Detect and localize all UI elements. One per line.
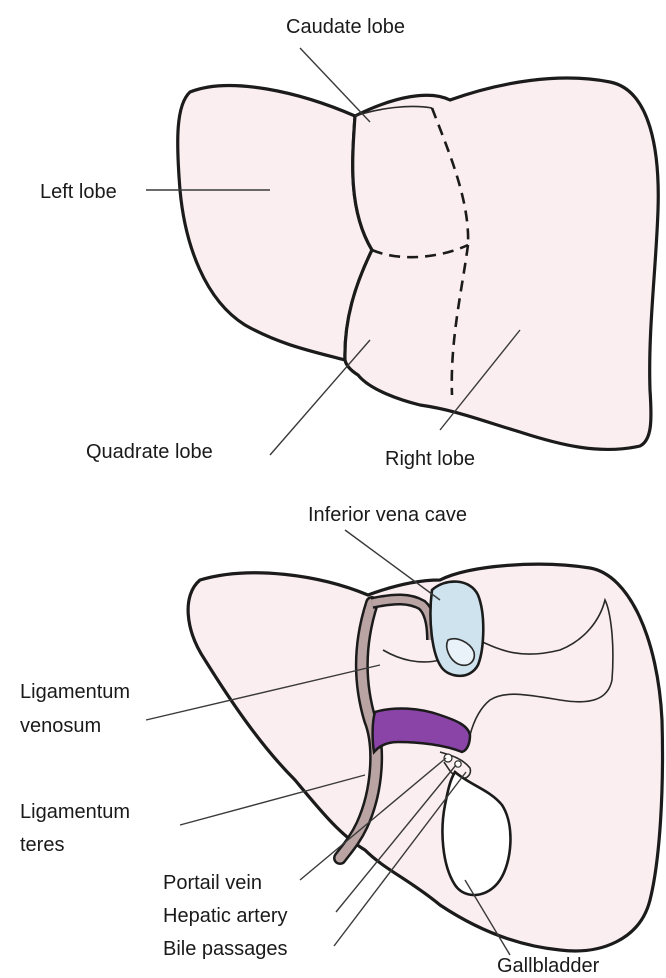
leader-quadrate [270, 340, 370, 455]
label-quadrate-lobe: Quadrate lobe [86, 441, 213, 463]
label-gallbladder: Gallbladder [497, 955, 600, 977]
label-bile-passages: Bile passages [163, 938, 288, 960]
label-ligamentum-venosum-line2: venosum [20, 715, 101, 737]
left-lobe-shape [178, 86, 372, 360]
label-ligamentum-venosum-line1: Ligamentum [20, 681, 130, 703]
liver-bottom-view: Inferior vena cave Ligamentum venosum Li… [20, 504, 663, 977]
liver-top-view: Caudate lobe Left lobe Quadrate lobe Rig… [40, 16, 658, 470]
label-inferior-vena-cava: Inferior vena cave [308, 504, 467, 526]
right-lobe-and-caudate-shape [345, 78, 658, 449]
label-hepatic-artery: Hepatic artery [163, 905, 288, 927]
label-portal-vein: Portail vein [163, 872, 262, 894]
label-left-lobe: Left lobe [40, 181, 117, 203]
label-ligamentum-teres-line2: teres [20, 834, 64, 856]
label-ligamentum-teres-line1: Ligamentum [20, 801, 130, 823]
label-right-lobe: Right lobe [385, 448, 475, 470]
label-caudate-lobe: Caudate lobe [286, 16, 405, 38]
